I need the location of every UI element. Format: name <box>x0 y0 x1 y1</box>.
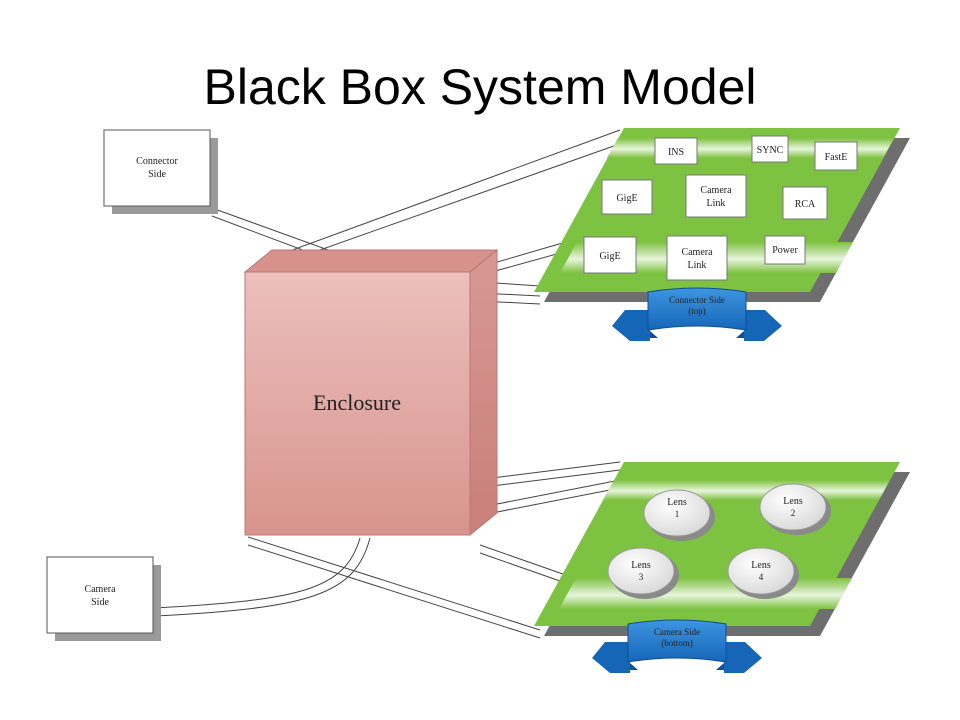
rca-box: RCA <box>782 186 828 220</box>
svg-text:Camera: Camera <box>700 185 732 196</box>
lens-1: Lens 1 <box>643 489 715 541</box>
svg-text:RCA: RCA <box>795 199 816 210</box>
gige-box-1: GigE <box>601 179 653 215</box>
svg-text:1: 1 <box>675 509 680 519</box>
connector-side-banner: Connector Side (top) <box>612 287 782 341</box>
svg-text:Connector Side: Connector Side <box>669 295 725 305</box>
camera-side-label-line2: Side <box>91 597 109 608</box>
svg-text:Power: Power <box>772 245 798 256</box>
svg-text:GigE: GigE <box>616 193 637 204</box>
camera-side-label-line1: Camera <box>84 584 116 595</box>
svg-text:Lens: Lens <box>783 496 803 507</box>
svg-text:Lens: Lens <box>751 560 771 571</box>
svg-text:INS: INS <box>668 147 684 158</box>
bottom-panel: Lens 1 Lens 2 Lens 3 Lens 4 Camera <box>534 462 910 673</box>
svg-text:4: 4 <box>759 572 764 582</box>
svg-text:FastE: FastE <box>825 152 848 163</box>
svg-text:3: 3 <box>639 572 644 582</box>
svg-text:Link: Link <box>688 260 707 271</box>
camera-link-box-1: Camera Link <box>685 174 747 218</box>
svg-text:2: 2 <box>791 508 796 518</box>
svg-text:Lens: Lens <box>667 497 687 508</box>
sync-box: SYNC <box>751 135 789 163</box>
svg-text:(bottom): (bottom) <box>661 638 693 648</box>
connector-side-box: Connector Side <box>103 129 218 214</box>
camera-link-box-2: Camera Link <box>666 235 728 281</box>
svg-text:SYNC: SYNC <box>757 145 784 156</box>
connector-side-label-line2: Side <box>148 169 166 180</box>
svg-text:Camera Side: Camera Side <box>654 627 700 637</box>
camera-side-box: Camera Side <box>46 556 161 641</box>
lens-2: Lens 2 <box>759 483 831 535</box>
svg-text:Link: Link <box>707 198 726 209</box>
ins-box: INS <box>654 137 698 165</box>
lens-3: Lens 3 <box>607 547 679 599</box>
svg-text:Lens: Lens <box>631 560 651 571</box>
lens-4: Lens 4 <box>727 547 799 599</box>
connector-side-label-line1: Connector <box>136 156 178 167</box>
slide-title: Black Box System Model <box>203 59 757 115</box>
svg-text:Camera: Camera <box>681 247 713 258</box>
gige-box-2: GigE <box>583 236 637 274</box>
power-box: Power <box>764 235 806 265</box>
svg-text:GigE: GigE <box>599 251 620 262</box>
camera-side-banner: Camera Side (bottom) <box>592 619 762 673</box>
enclosure-label: Enclosure <box>313 390 401 415</box>
enclosure-box: Enclosure <box>243 248 499 537</box>
svg-text:(top): (top) <box>688 306 706 316</box>
faste-box: FastE <box>814 141 858 171</box>
top-panel: INS SYNC FastE GigE Camera Link RCA GigE <box>534 128 910 341</box>
